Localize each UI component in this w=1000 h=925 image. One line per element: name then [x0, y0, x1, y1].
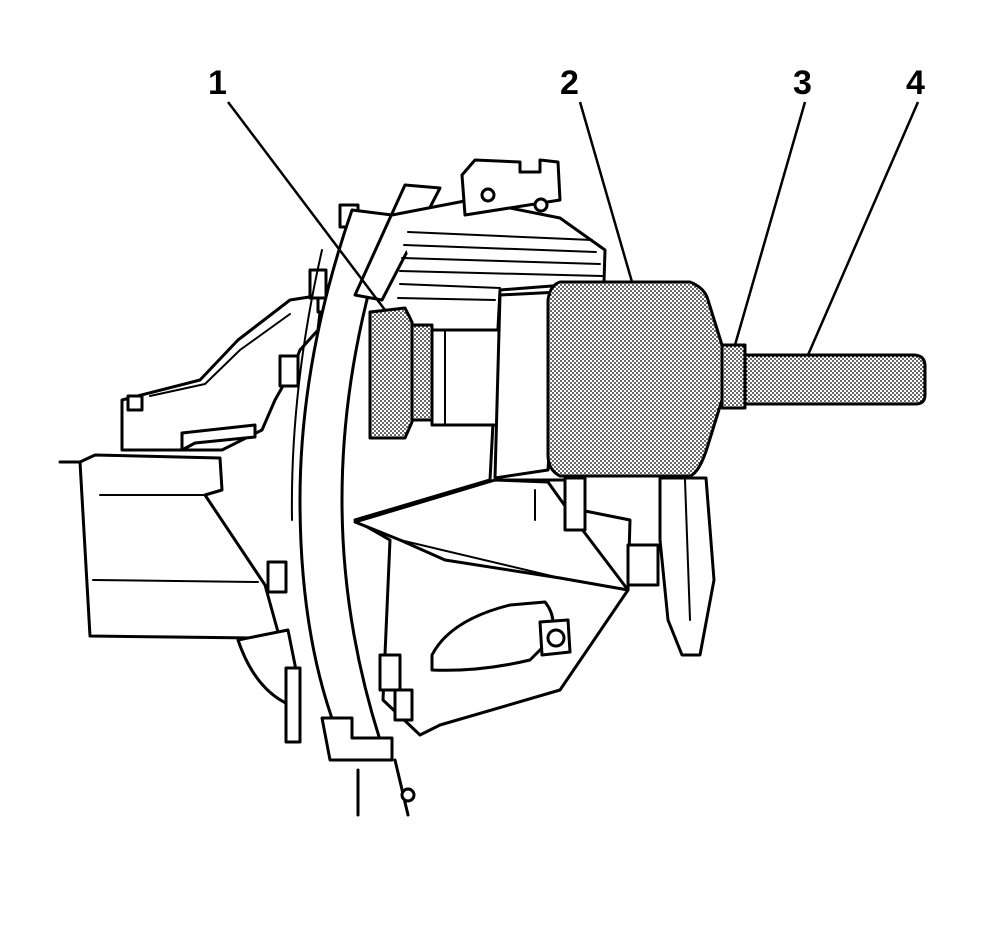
seal-installer-1: [368, 306, 414, 440]
driver-handle-2: [546, 280, 724, 478]
axle-tube-flange: [78, 453, 280, 640]
leader-line-3: [733, 101, 807, 346]
leader-line-1: [227, 101, 386, 311]
collar-3: [720, 343, 747, 410]
housing: [58, 158, 716, 817]
right-bracket: [658, 476, 716, 657]
callout-1: 1: [208, 64, 227, 102]
leader-lines: [227, 101, 920, 356]
callout-4: 4: [906, 64, 925, 102]
carrier-front-body: [353, 198, 632, 737]
installer-step: [410, 323, 434, 422]
seal-installer-tool: [368, 280, 927, 480]
callout-2: 2: [560, 64, 579, 102]
callout-3: 3: [793, 64, 812, 102]
leader-line-4: [806, 101, 920, 356]
lower-wedge: [353, 478, 630, 592]
leader-line-2: [578, 101, 634, 283]
backing-plate: [493, 290, 562, 480]
cooling-fins: [397, 231, 603, 301]
drive-bar-4: [743, 353, 927, 406]
